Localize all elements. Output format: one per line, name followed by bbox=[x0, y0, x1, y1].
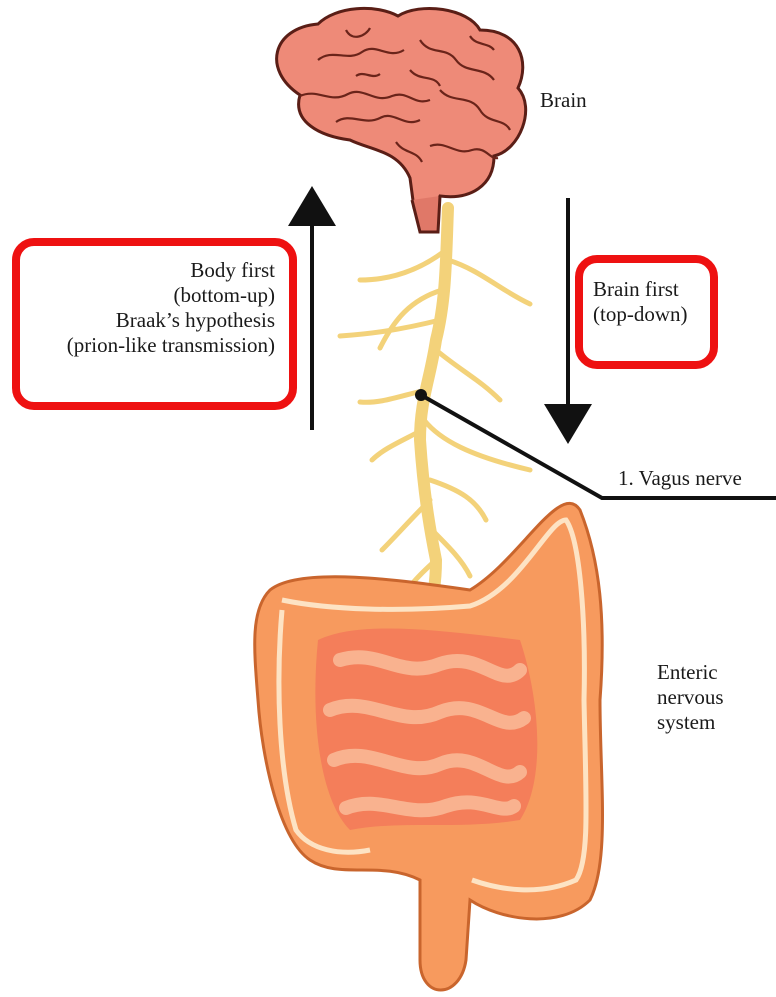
enteric-line-3: system bbox=[657, 710, 724, 735]
enteric-nervous-system-label: Enteric nervous system bbox=[657, 660, 724, 735]
brain-illustration bbox=[277, 8, 526, 232]
body-first-box: Body first (bottom-up) Braak’s hypothesi… bbox=[12, 238, 297, 410]
vagus-nerve-label: 1. Vagus nerve bbox=[618, 466, 742, 491]
brain-label: Brain bbox=[540, 88, 587, 113]
enteric-line-1: Enteric bbox=[657, 660, 724, 685]
body-first-line-2: (bottom-up) bbox=[67, 283, 275, 308]
body-first-line-4: (prion-like transmission) bbox=[67, 333, 275, 358]
brain-first-line-2: (top-down) bbox=[593, 302, 687, 327]
brain-first-box: Brain first (top-down) bbox=[575, 255, 718, 369]
body-first-line-3: Braak’s hypothesis bbox=[67, 308, 275, 333]
intestine-illustration bbox=[255, 503, 603, 990]
enteric-line-2: nervous bbox=[657, 685, 724, 710]
brain-first-line-1: Brain first bbox=[593, 277, 687, 302]
vagus-nerve-illustration bbox=[340, 208, 530, 620]
body-first-line-1: Body first bbox=[67, 258, 275, 283]
